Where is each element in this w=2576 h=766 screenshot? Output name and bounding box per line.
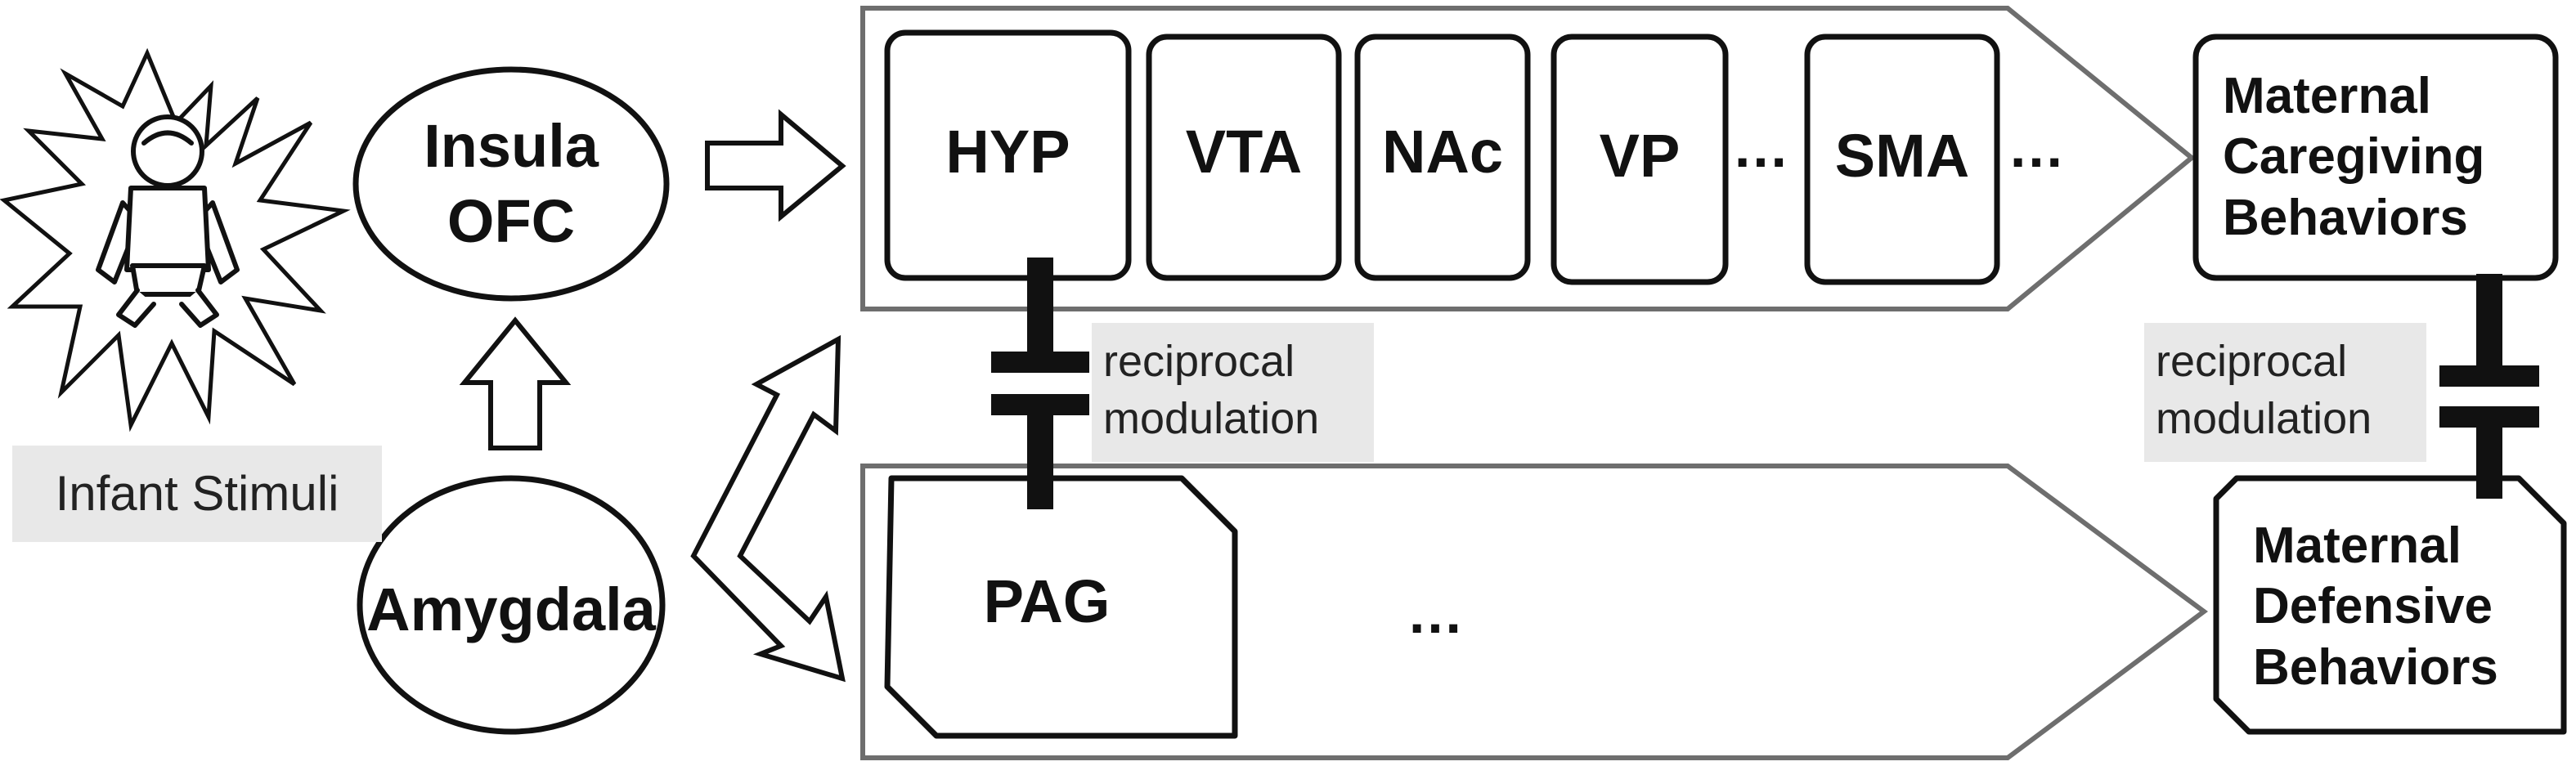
connector-caregiving-defensive: [2439, 274, 2539, 499]
infant-icon: [96, 114, 240, 328]
amygdala-label: Amygdala: [360, 564, 662, 654]
node-box-nac: [1354, 34, 1531, 281]
output-label-defensive: Maternal Defensive Behaviors: [2224, 491, 2560, 723]
output-box-caregiving: [2192, 34, 2559, 281]
modulation-note-left: reciprocal modulation: [1092, 323, 1374, 462]
insula-text: Insula: [424, 111, 599, 180]
node-box-sma: [1804, 34, 2000, 285]
node-label-sma: SMA: [1834, 121, 1970, 190]
node-label-pag: PAG: [983, 567, 1111, 635]
defensive-ellipsis: …: [1407, 581, 1464, 645]
modulation-left-line-2: modulation: [1103, 394, 1320, 444]
node-label-vta: VTA: [1185, 117, 1303, 186]
arrow-amygdala-to-insula: [459, 316, 572, 450]
caregiving-line-1: Maternal: [2223, 67, 2431, 124]
modulation-right-line-2: modulation: [2156, 394, 2372, 444]
node-label-nac: NAc: [1381, 117, 1504, 186]
modulation-right-line-1: reciprocal: [2156, 337, 2348, 386]
node-box-vta: [1146, 34, 1342, 281]
node-box-vp: [1551, 34, 1729, 285]
caregiving-ellipsis-1: …: [1732, 115, 1789, 179]
node-box-hyp: [884, 29, 1132, 281]
insula-ofc-node: [352, 66, 670, 302]
defensive-line-3: Behaviors: [2253, 638, 2498, 696]
caregiving-line-2: Caregiving: [2223, 128, 2485, 186]
node-label-vp: VP: [1599, 121, 1681, 190]
output-box-defensive: [2213, 475, 2567, 735]
output-label-caregiving: Maternal Caregiving Behaviors: [2208, 45, 2543, 270]
caregiving-line-3: Behaviors: [2223, 189, 2468, 246]
node-label-hyp: HYP: [945, 117, 1070, 186]
defensive-line-2: Defensive: [2253, 578, 2493, 635]
insula-ofc-label: Insula OFC: [372, 94, 650, 274]
infant-stimuli-label: Infant Stimuli: [12, 446, 382, 542]
defensive-line-1: Maternal: [2253, 517, 2462, 574]
arrow-insula-to-caregiving: [705, 109, 846, 222]
amygdala-node: [357, 475, 666, 735]
ofc-text: OFC: [447, 187, 576, 255]
modulation-left-line-1: reciprocal: [1103, 337, 1295, 386]
connector-hyp-pag: [991, 258, 1089, 509]
node-box-pag: [884, 475, 1238, 739]
amygdala-text: Amygdala: [366, 575, 656, 643]
modulation-note-right: reciprocal modulation: [2144, 323, 2426, 462]
arrow-amygdala-branch: [690, 334, 846, 683]
caregiving-ellipsis-2: …: [2008, 115, 2065, 179]
infant-stimuli-text: Infant Stimuli: [55, 466, 339, 521]
